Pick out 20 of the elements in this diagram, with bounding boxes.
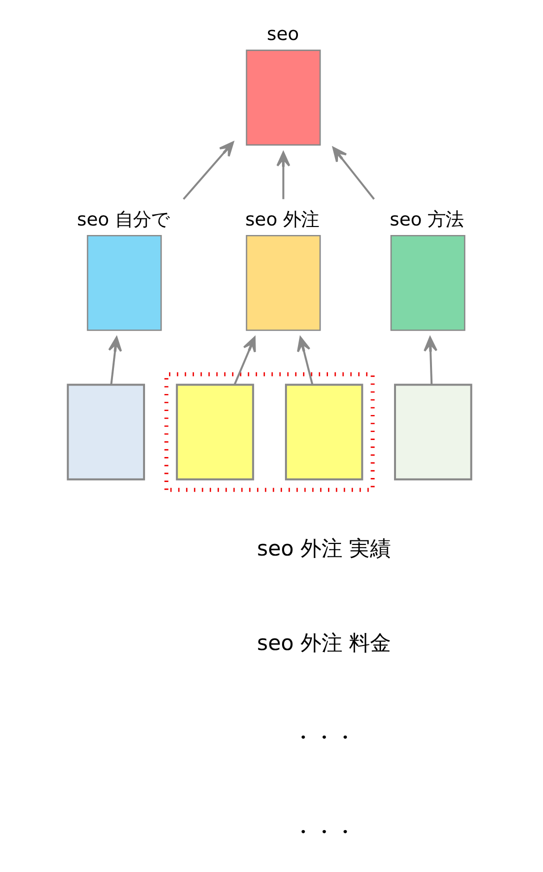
arrow — [424, 336, 438, 385]
arrow — [332, 146, 375, 200]
node-label: seo — [266, 24, 300, 46]
arrow — [296, 336, 314, 385]
arrow — [108, 336, 122, 385]
arrow — [234, 336, 256, 385]
label: seo 外注 料金 — [257, 630, 392, 655]
arrow — [276, 152, 290, 200]
node-label: seo 方法 — [390, 209, 464, 230]
node-box — [66, 384, 146, 480]
node-box — [284, 384, 364, 480]
label: seo 外注 実績 — [257, 535, 392, 560]
arrow — [182, 141, 234, 200]
node-label: seo 自分で — [77, 209, 169, 230]
node-label: seo 外注 — [245, 209, 320, 230]
label: ・・・ — [292, 819, 356, 844]
cluster — [164, 372, 375, 492]
label: ・・・ — [292, 724, 356, 750]
node-box — [394, 384, 472, 480]
node-box — [176, 384, 254, 480]
